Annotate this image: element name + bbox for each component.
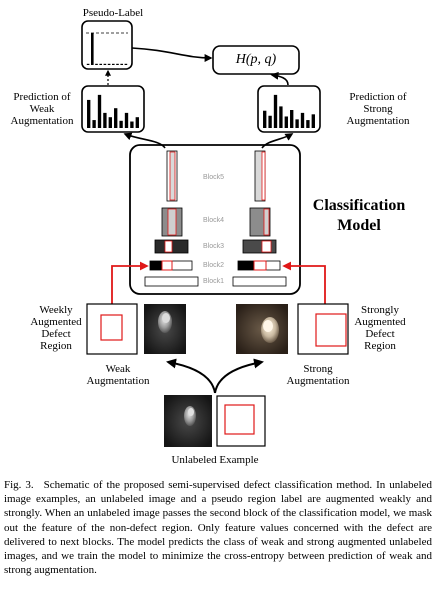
- hist-strong-bar: [279, 106, 283, 128]
- loss-box: [212, 45, 300, 75]
- hist-pseudo-bar: [99, 63, 102, 65]
- hist-strong-bar: [306, 120, 310, 128]
- pseudo-label-title: Pseudo-Label: [82, 7, 144, 19]
- unlabeled-image: [164, 395, 212, 447]
- diagram-canvas: [81, 20, 349, 447]
- pseudo-label-histogram: [86, 33, 128, 65]
- hist-weak-bar: [97, 94, 102, 128]
- hist-strong-bar: [300, 112, 305, 128]
- strong-block5-feature: [261, 151, 266, 201]
- weak-mask-arrow: [111, 261, 149, 305]
- weak-prediction-box: [81, 85, 145, 133]
- weak-block4-feature: [167, 208, 177, 236]
- strong-augmentation-arrow: [214, 358, 264, 394]
- strong-prediction-box: [257, 85, 321, 133]
- hist-weak-bar: [135, 117, 139, 128]
- hist-pseudo-bar: [86, 63, 90, 65]
- strong-block2-mask: [238, 261, 254, 270]
- strong-to-loss-arrow: [270, 71, 289, 86]
- pseudo-to-loss-arrow: [131, 47, 213, 62]
- weak-block5-feature: [169, 151, 176, 201]
- strong-region-mask: [315, 313, 347, 347]
- hist-strong-bar: [263, 110, 267, 128]
- figure-caption: Fig. 3.Schematic of the proposed semi-su…: [4, 478, 432, 577]
- hist-strong-bar: [284, 116, 288, 128]
- weak-region-box: [86, 303, 138, 355]
- weak-feature-tower: [144, 150, 199, 287]
- hist-strong-bar: [290, 110, 294, 128]
- weak-block1: [144, 276, 199, 287]
- strong-block1: [232, 276, 287, 287]
- hist-strong-bar: [268, 115, 272, 128]
- block5-label: Block5: [203, 174, 225, 181]
- weak-augmented-image: [144, 304, 186, 354]
- hist-pseudo-bar: [124, 63, 128, 65]
- strong-block3-feature: [261, 240, 272, 253]
- block4-label: Block4: [203, 217, 225, 224]
- strong-augmented-image: [236, 304, 288, 354]
- weak-region-mask: [100, 314, 123, 341]
- caption-figure-number: Fig. 3.: [4, 479, 34, 491]
- classification-model-box: [129, 144, 301, 295]
- strong-block4-feature: [263, 208, 270, 236]
- strong-feature-tower: [232, 150, 287, 287]
- weak-augmentation-arrow: [166, 358, 216, 394]
- hist-weak-bar: [119, 120, 123, 128]
- strong-mask-arrow: [282, 261, 326, 305]
- hist-pseudo-bar: [103, 63, 107, 65]
- block1-label: Block1: [203, 278, 225, 285]
- strong-block2-defect: [253, 260, 267, 271]
- block2-label: Block2: [203, 262, 225, 269]
- unlabeled-region-mask: [224, 404, 255, 435]
- weak-prediction-histogram: [87, 94, 139, 128]
- unlabeled-example-label: Unlabeled Example: [171, 454, 259, 466]
- hist-pseudo-bar: [116, 63, 119, 65]
- weak-block2-mask: [150, 261, 162, 270]
- hist-weak-bar: [130, 121, 134, 128]
- hist-pseudo-bar: [120, 63, 123, 65]
- hist-pseudo-bar: [95, 63, 98, 65]
- hist-pseudo-bar: [112, 63, 115, 65]
- loss-formula: H(p, q): [235, 52, 277, 67]
- caption-text: Schematic of the proposed semi-supervise…: [4, 479, 432, 577]
- hist-weak-bar: [92, 120, 96, 128]
- weak-block3-feature: [164, 240, 173, 253]
- strong-prediction-histogram: [263, 94, 315, 128]
- hist-strong-bar: [311, 114, 315, 128]
- hist-weak-bar: [124, 112, 129, 128]
- hist-weak-bar: [108, 117, 112, 128]
- hist-weak-bar: [114, 108, 118, 128]
- hist-pseudo-bar: [91, 33, 94, 65]
- model-to-strong-arrow: [261, 133, 294, 149]
- hist-weak-bar: [103, 112, 107, 128]
- hist-pseudo-bar: [107, 63, 111, 65]
- block3-label: Block3: [203, 243, 225, 250]
- hist-strong-bar: [273, 94, 278, 128]
- weak-block2-defect: [161, 260, 173, 271]
- pseudo-label-box: [81, 20, 133, 70]
- model-to-weak-arrow: [123, 132, 166, 149]
- unlabeled-region-box: [216, 395, 266, 447]
- hist-weak-bar: [87, 99, 91, 128]
- hist-strong-bar: [295, 119, 299, 128]
